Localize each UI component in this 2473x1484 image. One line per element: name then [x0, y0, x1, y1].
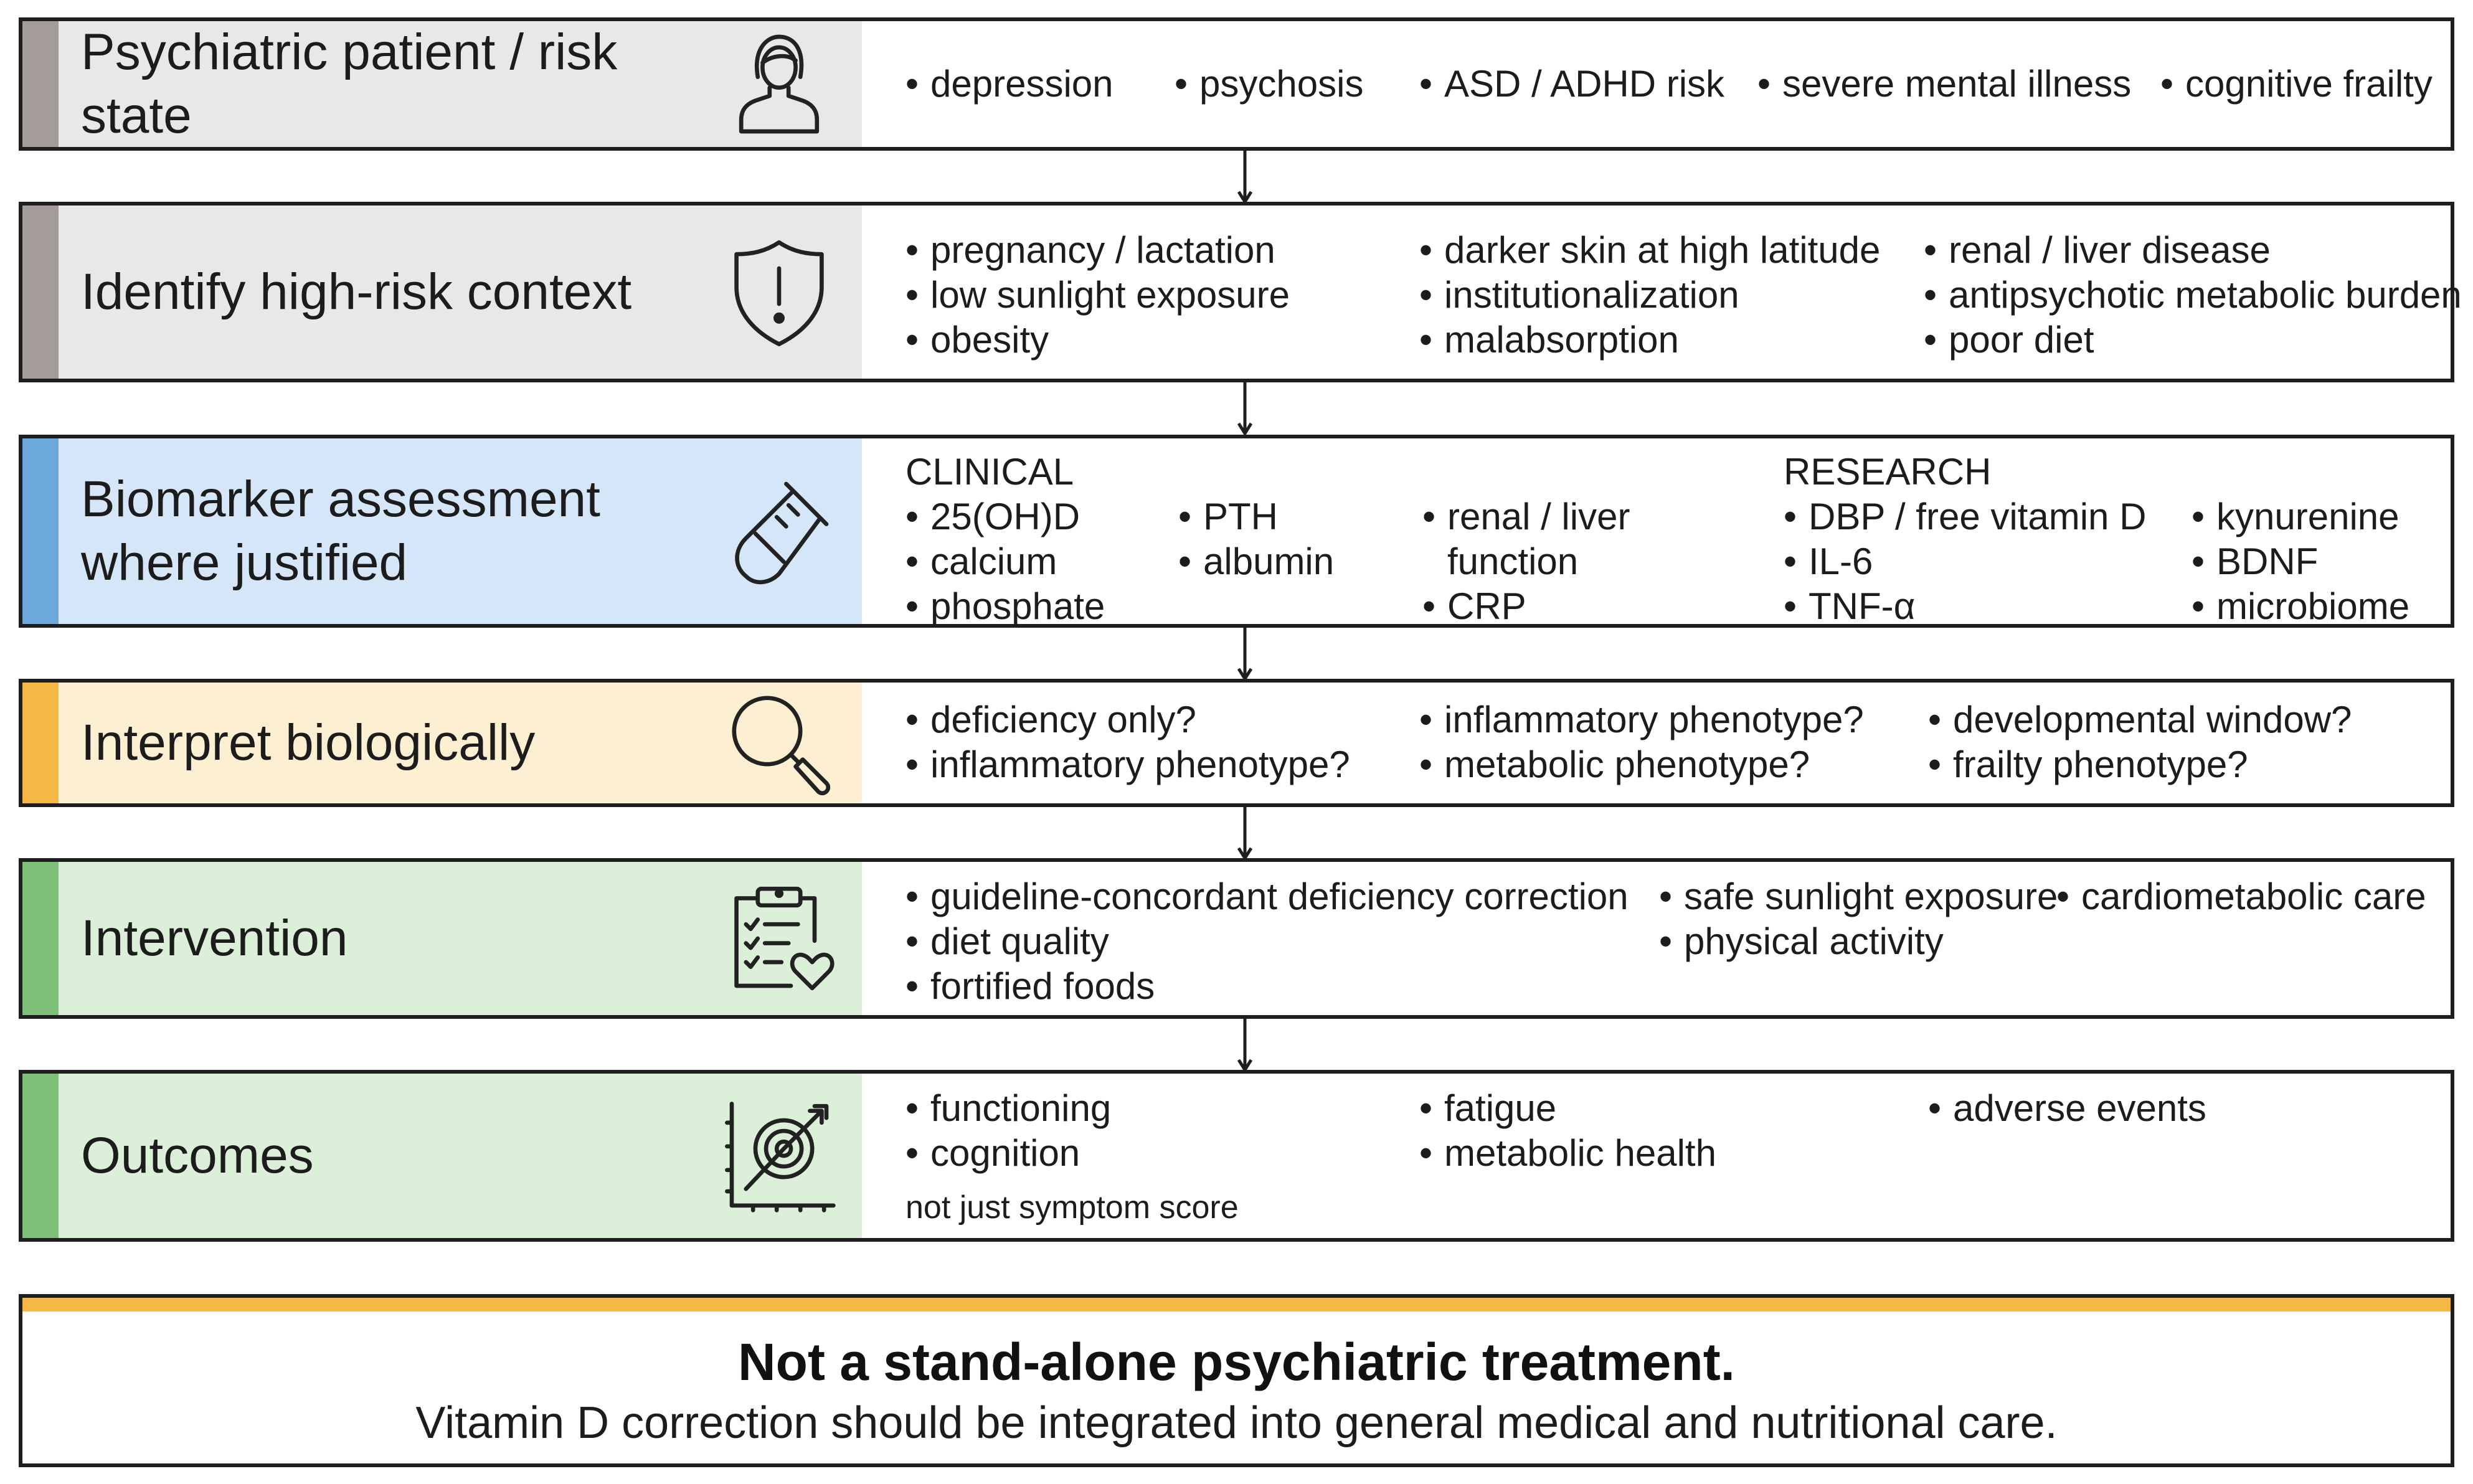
step-outcomes: Outcomes [19, 1070, 2454, 1242]
summary-banner: Not a stand-alone psychiatric treatment.… [19, 1294, 2454, 1467]
list-item: •PTH [1178, 496, 1278, 537]
step-header: Interpret biologically [59, 683, 862, 803]
step-accent-bar [22, 438, 59, 624]
list-item: •cognitive frailty [2160, 63, 2433, 105]
step-biomarker-assessment: Biomarker assessment where justified CLI… [19, 435, 2454, 628]
list-item: •25(OH)D [906, 496, 1080, 537]
step-content: •guideline-concordant deficiency correct… [862, 862, 2451, 1015]
list-item: •CRP [1422, 585, 1526, 627]
list-item: •frailty phenotype? [1928, 744, 2248, 785]
list-item: •kynurenine [2192, 496, 2400, 537]
step-header: Identify high-risk context [59, 206, 862, 379]
step-high-risk-context: Identify high-risk context •pregnancy / … [19, 202, 2462, 382]
list-item: •deficiency only? [906, 699, 1196, 740]
list-item: •severe mental illness [1757, 63, 2132, 105]
list-item-continuation: function [1447, 541, 1579, 582]
list-item: •malabsorption [1419, 319, 1679, 361]
step-accent-bar [22, 862, 59, 1015]
step-header: Outcomes [59, 1074, 862, 1238]
step-interpret-biologically: Interpret biologically •deficiency only?… [19, 679, 2454, 807]
list-item: •institutionalization [1419, 274, 1739, 316]
step-title: Identify high-risk context [81, 263, 632, 320]
list-item: •fatigue [1419, 1087, 1557, 1129]
flow-arrow [1237, 382, 1253, 438]
flow-arrow [1237, 807, 1253, 863]
list-item: •psychosis [1175, 63, 1364, 105]
banner-accent-bar [22, 1298, 2451, 1311]
banner-title: Not a stand-alone psychiatric treatment. [737, 1333, 1736, 1391]
list-item: •metabolic health [1419, 1132, 1716, 1174]
clinical-label: CLINICAL [906, 451, 1074, 493]
list-item: •antipsychotic metabolic burden [1924, 274, 2462, 316]
target-chart-icon [720, 1097, 838, 1215]
list-item: •albumin [1178, 541, 1335, 582]
list-item: •poor diet [1924, 319, 2094, 361]
list-item: •inflammatory phenotype? [1419, 699, 1864, 740]
banner-text: Vitamin D correction should be integrate… [415, 1398, 2058, 1448]
magnifier-icon [720, 684, 838, 802]
person-icon [720, 25, 838, 143]
step-header: Psychiatric patient / risk state [59, 21, 862, 147]
list-item: •cardiometabolic care [2056, 876, 2426, 917]
step-content: CLINICAL •25(OH)D •calcium •phosphate •P… [862, 438, 2451, 627]
list-item: •depression [906, 63, 1114, 105]
step-accent-bar [22, 683, 59, 803]
step-content: •depression •psychosis •ASD / ADHD risk … [862, 21, 2451, 147]
list-item: •physical activity [1659, 920, 1944, 962]
step-title: Psychiatric patient / risk state [81, 24, 618, 144]
list-item: •obesity [906, 319, 1049, 361]
list-item: •DBP / free vitamin D [1784, 496, 2147, 537]
step-accent-bar [22, 206, 59, 379]
flow-arrow [1237, 1019, 1253, 1075]
outcome-note: not just symptom score [906, 1189, 1239, 1226]
list-item: •diet quality [906, 920, 1109, 962]
list-item: •metabolic phenotype? [1419, 744, 1810, 785]
shield-alert-icon [720, 233, 838, 351]
list-item: •BDNF [2192, 541, 2319, 582]
step-header: Intervention [59, 862, 862, 1015]
list-item: •fortified foods [906, 965, 1155, 1007]
research-label: RESEARCH [1784, 451, 1992, 493]
list-item: •ASD / ADHD risk [1419, 63, 1725, 105]
step-title: Intervention [81, 910, 348, 966]
step-title: Outcomes [81, 1127, 314, 1184]
test-tube-icon [720, 472, 838, 590]
step-content: •functioning •cognition •fatigue •metabo… [862, 1074, 2451, 1238]
list-item: •inflammatory phenotype? [906, 744, 1350, 785]
list-item: •adverse events [1928, 1087, 2206, 1129]
list-item: •cognition [906, 1132, 1080, 1174]
flow-arrow [1237, 628, 1253, 684]
step-title: Biomarker assessment where justified [81, 471, 600, 591]
step-accent-bar [22, 21, 59, 147]
list-item: •phosphate [906, 585, 1105, 627]
step-content: •pregnancy / lactation •low sunlight exp… [862, 206, 2462, 379]
list-item: •IL-6 [1784, 541, 1873, 582]
list-item: •functioning [906, 1087, 1112, 1129]
flow-arrow [1237, 151, 1253, 207]
list-item: •renal / liver [1422, 496, 1630, 537]
clipboard-heart-icon [720, 879, 838, 998]
list-item: •developmental window? [1928, 699, 2352, 740]
list-item: •pregnancy / lactation [906, 229, 1275, 271]
list-item: •darker skin at high latitude [1419, 229, 1881, 271]
list-item: •TNF-α [1784, 585, 1916, 627]
step-intervention: Intervention •guideline-concordant defic… [19, 858, 2454, 1019]
list-item: •renal / liver disease [1924, 229, 2271, 271]
step-accent-bar [22, 1074, 59, 1238]
step-risk-state: Psychiatric patient / risk state •depres… [19, 17, 2454, 151]
list-item: •guideline-concordant deficiency correct… [906, 876, 1629, 917]
step-title: Interpret biologically [81, 714, 536, 771]
list-item: •calcium [906, 541, 1057, 582]
step-header: Biomarker assessment where justified [59, 438, 862, 624]
list-item: •microbiome [2192, 585, 2410, 627]
list-item: •safe sunlight exposure [1659, 876, 2058, 917]
step-content: •deficiency only? •inflammatory phenotyp… [862, 683, 2451, 803]
list-item: •low sunlight exposure [906, 274, 1290, 316]
